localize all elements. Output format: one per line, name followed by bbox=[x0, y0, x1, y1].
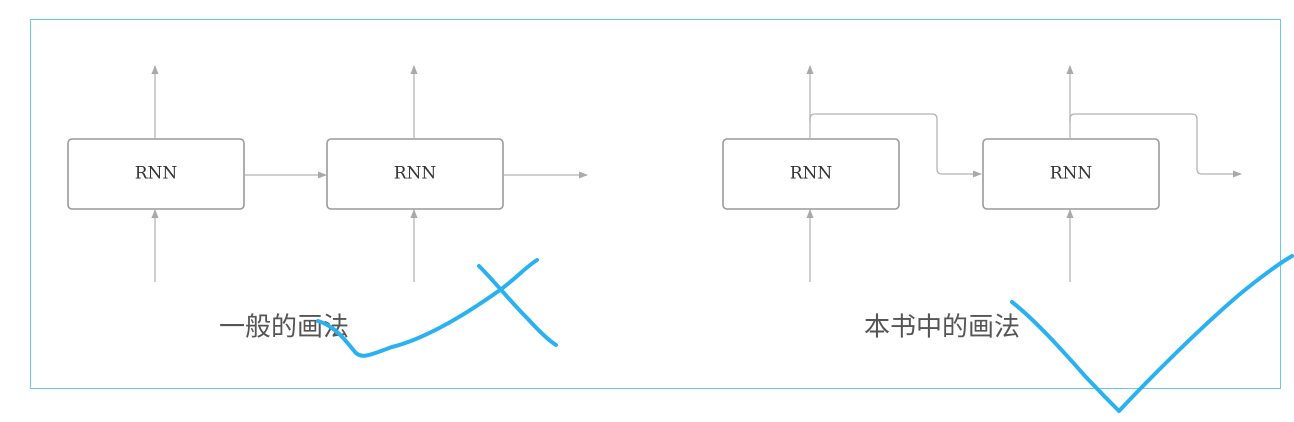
rnn-cell: RNN bbox=[67, 138, 245, 210]
rnn-cell-label: RNN bbox=[1050, 164, 1093, 184]
rnn-cell: RNN bbox=[722, 138, 900, 210]
panel-book: RNN RNN 本书中的画法 bbox=[722, 65, 1242, 343]
panel-general: RNN RNN 一般的画法 bbox=[67, 65, 588, 343]
check-mark-icon bbox=[1010, 254, 1294, 413]
hidden-state-branch-arrow bbox=[809, 113, 982, 178]
rnn-cell-label: RNN bbox=[790, 164, 833, 184]
rnn-cell-label: RNN bbox=[135, 164, 178, 184]
diagram-frame bbox=[30, 19, 1281, 389]
rnn-cell-label: RNN bbox=[394, 164, 437, 184]
panel-caption: 本书中的画法 bbox=[864, 313, 1020, 343]
rnn-cell: RNN bbox=[326, 138, 504, 210]
x-mark-icon bbox=[316, 258, 558, 358]
panel-caption: 一般的画法 bbox=[219, 313, 349, 343]
hidden-state-branch-arrow bbox=[1069, 113, 1242, 178]
rnn-cell: RNN bbox=[982, 138, 1160, 210]
